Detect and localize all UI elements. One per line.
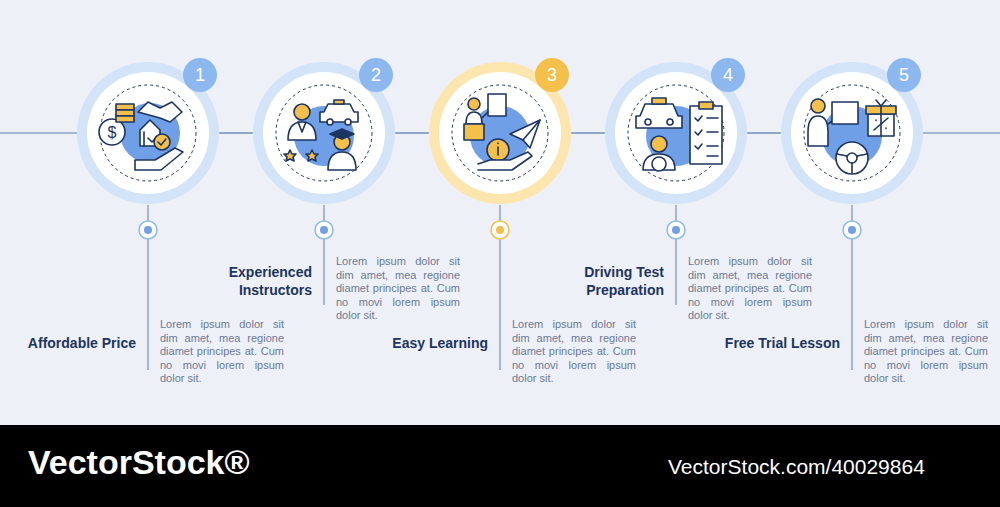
leader-dots (139, 221, 861, 239)
step-description: Lorem ipsum dolor sit dim amet, mea regi… (688, 255, 812, 323)
step-number: 4 (712, 59, 744, 91)
price-icon: $ (99, 102, 183, 170)
step-title: Experienced Instructors (212, 263, 312, 299)
inner-disc (615, 72, 737, 194)
step-title: Free Trial Lesson (725, 334, 840, 352)
step-number: 5 (888, 59, 920, 91)
dashed-ring (804, 85, 900, 181)
number-badge (887, 58, 921, 92)
watermark-logo: VectorStock® (28, 443, 250, 482)
number-badge (535, 58, 569, 92)
dashed-ring (628, 85, 724, 181)
step-description: Lorem ipsum dolor sit dim amet, mea regi… (160, 318, 284, 386)
inner-disc (791, 72, 913, 194)
step-description: Lorem ipsum dolor sit dim amet, mea regi… (864, 318, 988, 386)
dashed-ring (276, 85, 372, 181)
step-title: Affordable Price (28, 334, 136, 352)
dashed-ring (100, 85, 196, 181)
inner-disc (87, 72, 209, 194)
connector-line (220, 132, 252, 134)
step-number: 2 (360, 59, 392, 91)
instructors-icon (284, 100, 358, 170)
step-circle: 5Free Trial LessonLorem ipsum dolor sit … (780, 61, 924, 205)
step-circle: 4Driving Test PreparationLorem ipsum dol… (604, 61, 748, 205)
trial-icon (808, 99, 896, 174)
inner-disc (439, 72, 561, 194)
connector-line (572, 132, 604, 134)
step-circle: 3Easy LearningLorem ipsum dolor sit dim … (428, 61, 572, 205)
step-circle: 1Affordable PriceLorem ipsum dolor sit d… (76, 61, 220, 205)
test-prep-icon (636, 98, 722, 171)
watermark-url: VectorStock.com/40029864 (668, 455, 925, 479)
number-badge (711, 58, 745, 92)
number-badge (183, 58, 217, 92)
connector-line (396, 132, 428, 134)
number-badge (359, 58, 393, 92)
inner-disc (263, 72, 385, 194)
step-description: Lorem ipsum dolor sit dim amet, mea regi… (336, 255, 460, 323)
connector-line (748, 132, 780, 134)
dashed-ring (452, 85, 548, 181)
step-number: 1 (184, 59, 216, 91)
step-title: Easy Learning (392, 334, 488, 352)
learning-icon (464, 94, 540, 170)
svg-text:$: $ (108, 124, 117, 141)
step-title: Driving Test Preparation (564, 263, 664, 299)
watermark-band: VectorStock® VectorStock.com/40029864 (0, 425, 1000, 507)
step-description: Lorem ipsum dolor sit dim amet, mea regi… (512, 318, 636, 386)
step-circle: 2Experienced InstructorsLorem ipsum dolo… (252, 61, 396, 205)
step-number: 3 (536, 59, 568, 91)
